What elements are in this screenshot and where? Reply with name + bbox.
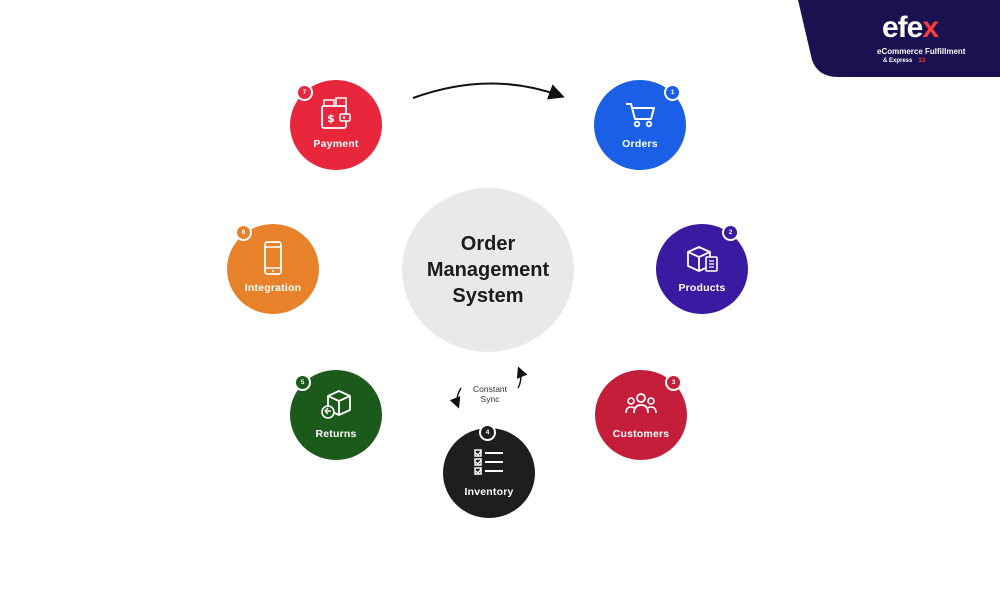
constant-sync-label: Constant Sync xyxy=(472,384,508,404)
users-icon xyxy=(625,393,657,414)
node-payment[interactable]: 7 $ Payment xyxy=(290,80,382,170)
checklist-icon xyxy=(474,449,503,475)
node-label: Integration xyxy=(244,282,302,294)
node-customers[interactable]: 3 Customers xyxy=(595,370,687,460)
svg-text:$: $ xyxy=(327,112,335,125)
box-clipboard-icon xyxy=(687,246,718,272)
node-products[interactable]: 2 Products xyxy=(656,224,748,314)
node-number-badge: 5 xyxy=(296,376,309,389)
node-label: Payment xyxy=(313,138,359,150)
wallet-icon: $ xyxy=(321,97,351,129)
center-circle: Order Management System xyxy=(402,188,574,352)
node-integration[interactable]: 6 Integration xyxy=(227,224,319,314)
node-label: Orders xyxy=(622,138,658,150)
center-title: Order Management System xyxy=(426,233,550,307)
node-orders[interactable]: 1 Orders xyxy=(594,80,686,170)
node-number-badge: 4 xyxy=(481,426,494,439)
node-label: Returns xyxy=(315,428,357,440)
node-number-badge: 1 xyxy=(666,86,679,99)
brand-badge-shape xyxy=(798,0,1000,77)
node-label: Customers xyxy=(612,428,670,440)
node-label: Inventory xyxy=(464,486,514,498)
return-box-icon xyxy=(321,390,351,419)
node-number-badge: 2 xyxy=(724,226,737,239)
sync-down-arrow xyxy=(449,387,462,409)
brand-badge xyxy=(798,0,1000,77)
brand-logo: efex xyxy=(882,11,939,44)
brand-tagline: eCommerce Fulfillment xyxy=(877,47,966,56)
shopping-cart-icon xyxy=(626,103,655,128)
node-label: Products xyxy=(678,282,726,294)
node-inventory[interactable]: 4 Inventory xyxy=(443,426,535,518)
sync-up-arrow xyxy=(516,366,528,389)
node-returns[interactable]: 5 Returns xyxy=(290,370,382,460)
node-number-badge: 6 xyxy=(237,226,250,239)
node-number-badge: 3 xyxy=(667,376,680,389)
payment-to-orders-arrow xyxy=(412,82,565,100)
smartphone-icon xyxy=(264,241,282,275)
node-number-badge: 7 xyxy=(298,86,311,99)
